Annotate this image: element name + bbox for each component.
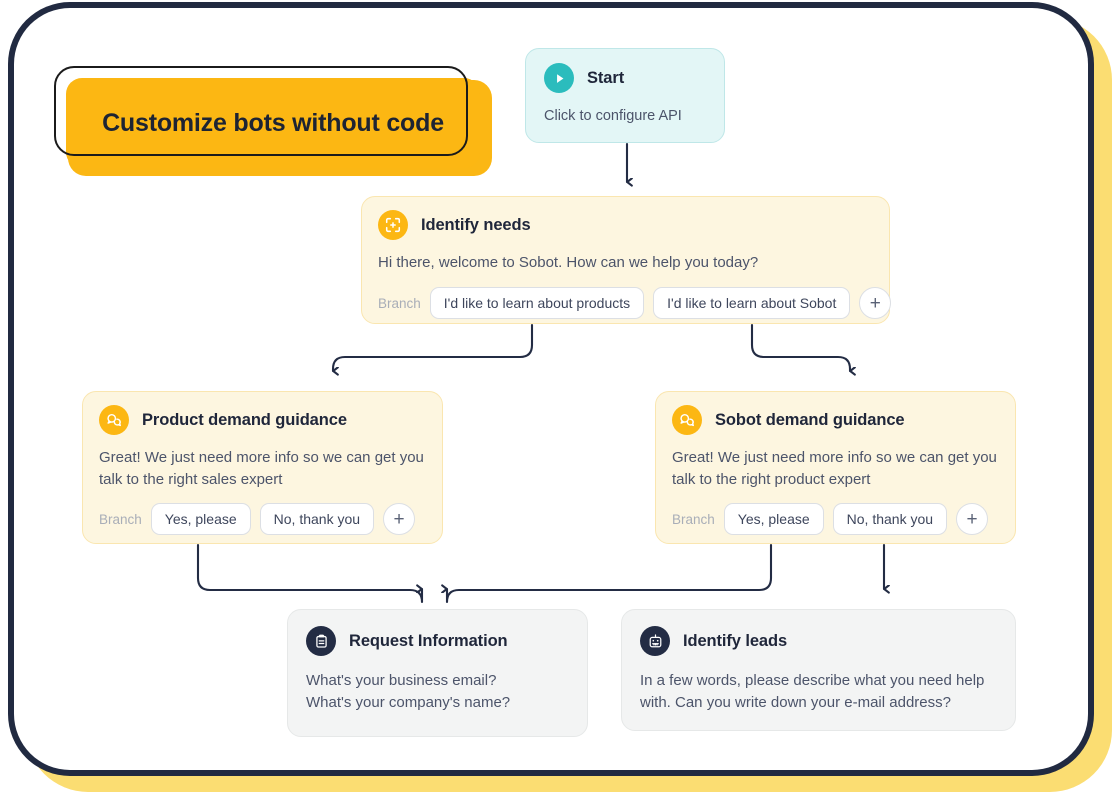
clipboard-icon [306,626,336,656]
node-sobot-demand-branches: Branch Yes, please No, thank you + [672,503,999,536]
chat-bubbles-icon [672,405,702,435]
node-sobot-demand-guidance[interactable]: Sobot demand guidance Great! We just nee… [655,391,1016,544]
node-product-demand-branches: Branch Yes, please No, thank you + [99,503,426,536]
robot-icon [640,626,670,656]
node-product-demand-header: Product demand guidance [99,405,426,435]
branch-label: Branch [672,511,715,527]
node-product-demand-title: Product demand guidance [142,410,347,429]
node-identify-needs-header: Identify needs [378,210,873,240]
banner-fill: Customize bots without code [66,78,480,168]
branch-chip-sobot[interactable]: I'd like to learn about Sobot [653,287,851,320]
add-branch-button[interactable]: + [383,503,416,536]
node-sobot-demand-subtitle: Great! We just need more info so we can … [672,449,997,489]
add-branch-button[interactable]: + [859,287,892,320]
node-sobot-demand-title: Sobot demand guidance [715,410,905,429]
node-product-demand-guidance[interactable]: Product demand guidance Great! We just n… [82,391,443,544]
branch-chip-yes[interactable]: Yes, please [723,503,824,536]
add-branch-button[interactable]: + [956,503,989,536]
node-request-information[interactable]: Request Information What's your business… [287,609,588,737]
node-identify-needs-title: Identify needs [421,215,531,234]
banner-customize-bots: Customize bots without code [54,66,492,176]
node-identify-needs-subtitle: Hi there, welcome to Sobot. How can we h… [378,254,759,271]
node-identify-leads-header: Identify leads [640,626,997,656]
node-sobot-demand-header: Sobot demand guidance [672,405,999,435]
node-identify-leads[interactable]: Identify leads In a few words, please de… [621,609,1016,731]
node-identify-needs-branches: Branch I'd like to learn about products … [378,287,892,320]
chat-bubbles-icon [99,405,129,435]
branch-chip-no[interactable]: No, thank you [259,503,375,536]
node-identify-leads-title: Identify leads [683,631,788,650]
branch-label: Branch [378,295,421,311]
node-identify-needs[interactable]: Identify needs Hi there, welcome to Sobo… [361,196,892,324]
branch-chip-yes[interactable]: Yes, please [150,503,251,536]
branch-label: Branch [99,511,142,527]
node-start-title: Start [587,68,625,87]
node-start-header: Start [544,63,706,93]
node-request-information-subtitle: What's your business email? What's your … [306,670,569,714]
node-identify-leads-subtitle: In a few words, please describe what you… [640,672,985,712]
node-request-information-line-1: What's your business email? [306,672,497,689]
node-start[interactable]: Start Click to configure API [525,48,725,143]
node-request-information-header: Request Information [306,626,569,656]
banner-text: Customize bots without code [102,108,444,137]
banner-outline [54,66,468,156]
node-product-demand-subtitle: Great! We just need more info so we can … [99,449,424,489]
play-icon [544,63,574,93]
branch-chip-no[interactable]: No, thank you [832,503,948,536]
node-request-information-title: Request Information [349,631,508,650]
branch-chip-products[interactable]: I'd like to learn about products [429,287,645,320]
scan-target-icon [378,210,408,240]
node-request-information-line-2: What's your company's name? [306,694,511,712]
node-start-subtitle: Click to configure API [544,108,682,124]
